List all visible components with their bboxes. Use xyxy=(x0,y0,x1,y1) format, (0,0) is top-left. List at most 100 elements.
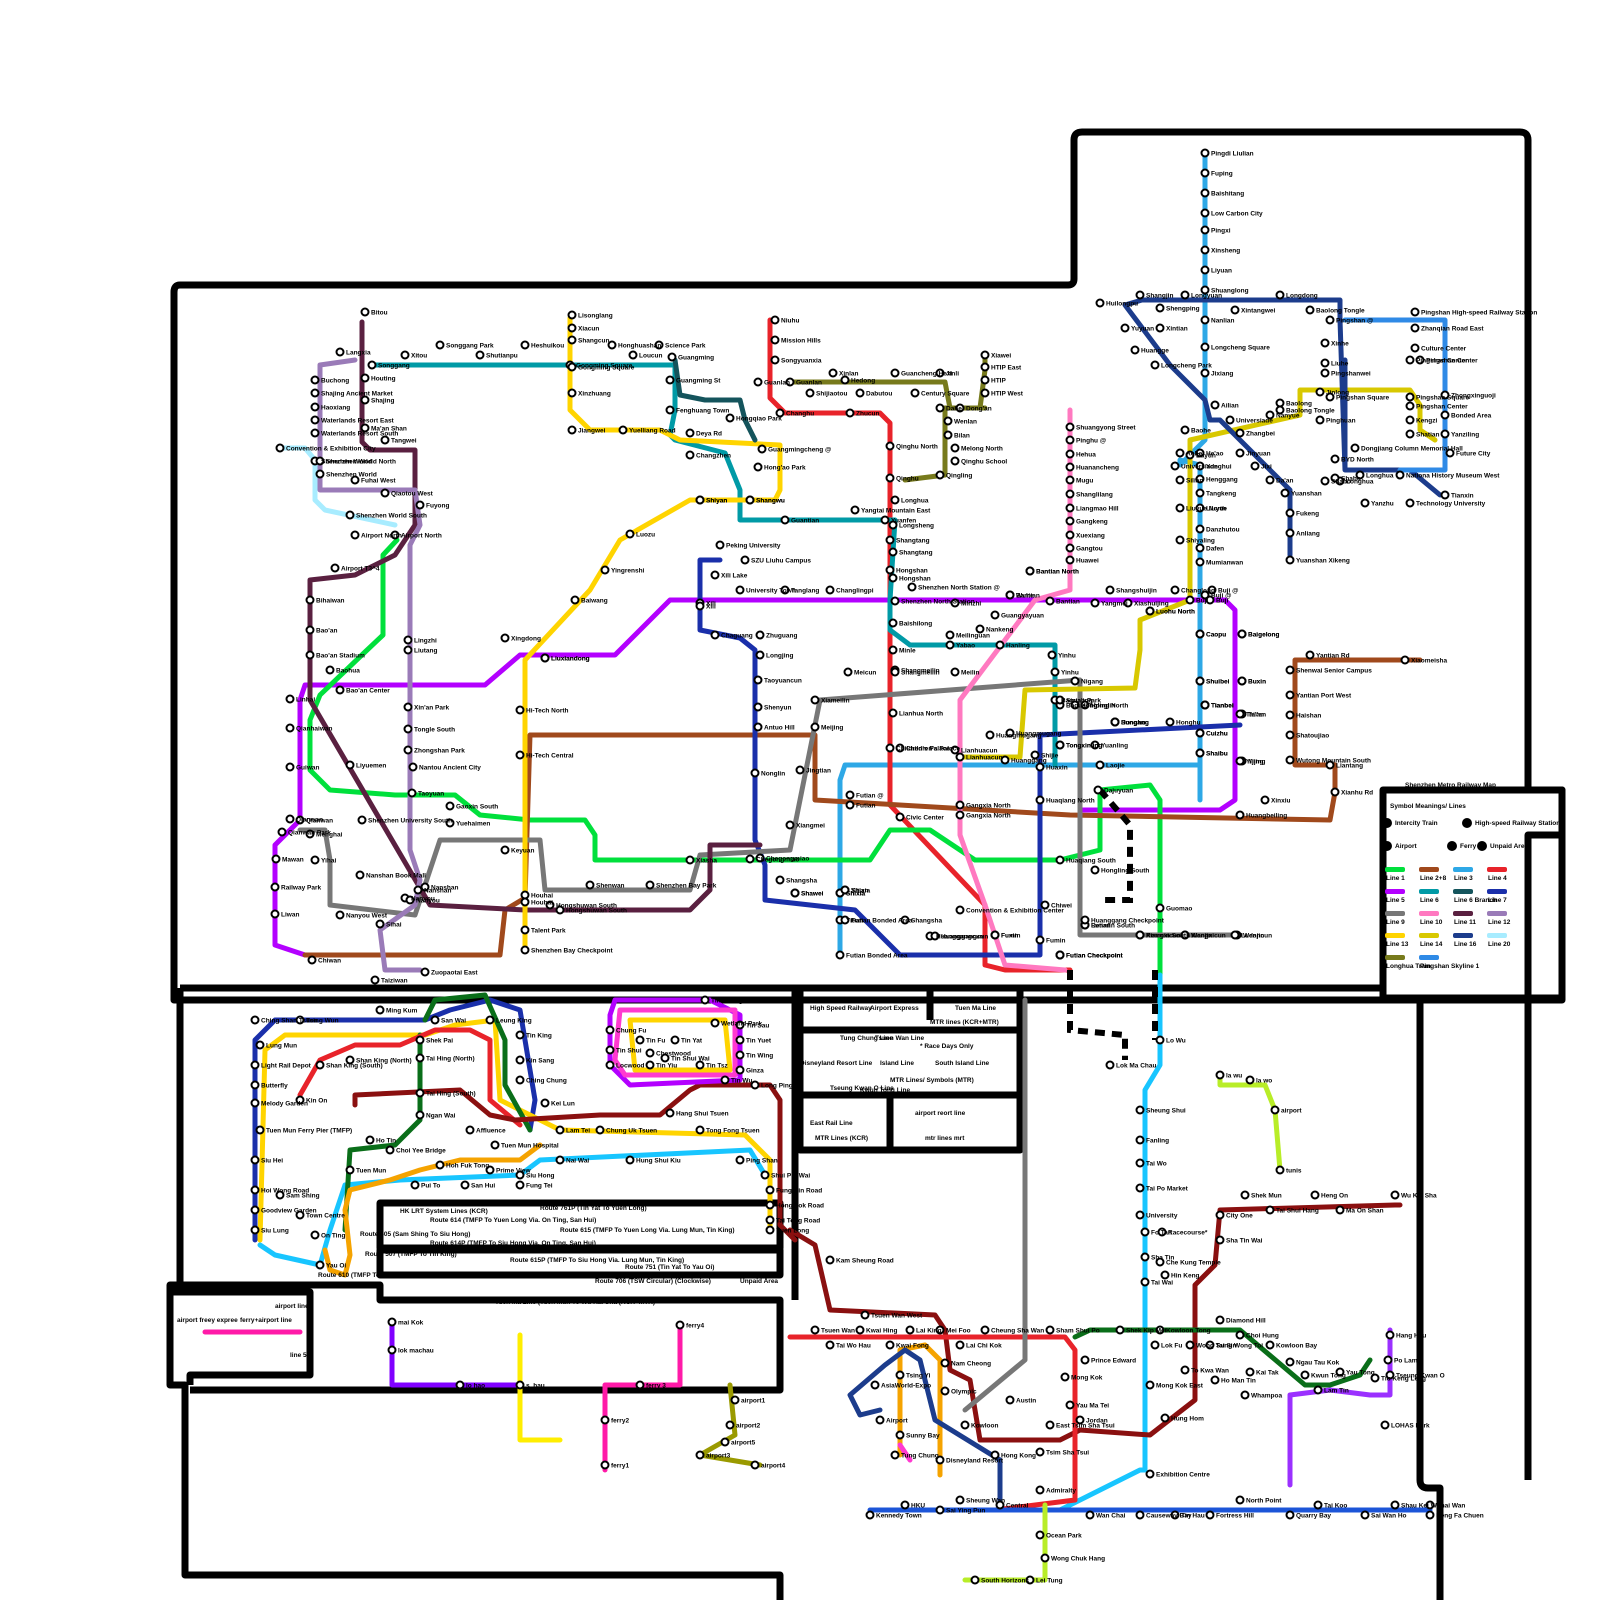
station-marker[interactable] xyxy=(1040,900,1050,910)
station-marker[interactable] xyxy=(1195,503,1205,513)
station-marker[interactable] xyxy=(955,800,965,810)
station-marker[interactable] xyxy=(1200,285,1210,295)
station-marker[interactable] xyxy=(1105,585,1115,595)
station-marker[interactable] xyxy=(645,880,655,890)
station-marker[interactable] xyxy=(1250,461,1260,471)
station-marker[interactable] xyxy=(635,1380,645,1390)
station-marker[interactable] xyxy=(305,829,315,839)
station-marker[interactable] xyxy=(895,1370,905,1380)
station-marker[interactable] xyxy=(810,722,820,732)
station-marker[interactable] xyxy=(250,1225,260,1235)
station-marker[interactable] xyxy=(520,945,530,955)
station-marker[interactable] xyxy=(1405,401,1415,411)
station-marker[interactable] xyxy=(955,752,965,762)
station-marker[interactable] xyxy=(1210,1375,1220,1385)
station-marker[interactable] xyxy=(880,515,890,525)
station-marker[interactable] xyxy=(415,1088,425,1098)
station-marker[interactable] xyxy=(270,882,280,892)
station-marker[interactable] xyxy=(730,1395,740,1405)
station-marker[interactable] xyxy=(403,724,413,734)
station-marker[interactable] xyxy=(515,1180,525,1190)
station-marker[interactable] xyxy=(430,1015,440,1025)
station-marker[interactable] xyxy=(1265,1340,1275,1350)
station-marker[interactable] xyxy=(890,596,900,606)
station-marker[interactable] xyxy=(1120,323,1130,333)
station-marker[interactable] xyxy=(825,1255,835,1265)
station-marker[interactable] xyxy=(1180,1365,1190,1375)
station-marker[interactable] xyxy=(1330,454,1340,464)
station-marker[interactable] xyxy=(1200,368,1210,378)
station-marker[interactable] xyxy=(570,595,580,605)
station-marker[interactable] xyxy=(715,540,725,550)
station-marker[interactable] xyxy=(695,1125,705,1135)
station-marker[interactable] xyxy=(415,1110,425,1120)
station-marker[interactable] xyxy=(1330,473,1340,483)
station-marker[interactable] xyxy=(1355,470,1365,480)
station-marker[interactable] xyxy=(1095,298,1105,308)
station-marker[interactable] xyxy=(995,1500,1005,1510)
station-marker[interactable] xyxy=(735,1020,745,1030)
station-marker[interactable] xyxy=(710,1018,720,1028)
station-marker[interactable] xyxy=(1405,498,1415,508)
station-marker[interactable] xyxy=(285,762,295,772)
station-marker[interactable] xyxy=(285,814,295,824)
station-marker[interactable] xyxy=(1410,323,1420,333)
station-marker[interactable] xyxy=(1170,1510,1180,1520)
station-marker[interactable] xyxy=(295,1095,305,1105)
station-marker[interactable] xyxy=(1245,1367,1255,1377)
station-marker[interactable] xyxy=(635,1035,645,1045)
station-marker[interactable] xyxy=(895,743,905,753)
station-marker[interactable] xyxy=(710,630,720,640)
station-marker[interactable] xyxy=(520,340,530,350)
station-marker[interactable] xyxy=(1175,503,1185,513)
station-marker[interactable] xyxy=(1405,355,1415,365)
station-marker[interactable] xyxy=(1235,756,1245,766)
station-marker[interactable] xyxy=(1065,435,1075,445)
station-marker[interactable] xyxy=(600,565,610,575)
station-marker[interactable] xyxy=(310,388,320,398)
station-marker[interactable] xyxy=(1320,476,1330,486)
station-marker[interactable] xyxy=(1237,629,1247,639)
station-marker[interactable] xyxy=(888,645,898,655)
station-marker[interactable] xyxy=(255,1040,265,1050)
station-marker[interactable] xyxy=(1050,667,1060,677)
station-marker[interactable] xyxy=(970,1575,980,1585)
station-marker[interactable] xyxy=(855,1325,865,1335)
station-marker[interactable] xyxy=(845,408,855,418)
station-marker[interactable] xyxy=(1095,760,1105,770)
station-marker[interactable] xyxy=(1175,448,1185,458)
station-marker[interactable] xyxy=(865,1510,875,1520)
station-marker[interactable] xyxy=(1370,1373,1380,1383)
station-marker[interactable] xyxy=(1200,225,1210,235)
station-marker[interactable] xyxy=(1185,1340,1195,1350)
station-marker[interactable] xyxy=(295,1015,305,1025)
station-marker[interactable] xyxy=(1195,524,1205,534)
station-marker[interactable] xyxy=(955,403,965,413)
station-marker[interactable] xyxy=(1090,865,1100,875)
station-marker[interactable] xyxy=(810,1325,820,1335)
station-marker[interactable] xyxy=(1025,1575,1035,1585)
station-marker[interactable] xyxy=(753,377,763,387)
station-marker[interactable] xyxy=(943,430,953,440)
station-marker[interactable] xyxy=(888,618,898,628)
station-marker[interactable] xyxy=(1285,1510,1295,1520)
station-marker[interactable] xyxy=(1265,410,1275,420)
station-marker[interactable] xyxy=(375,1005,385,1015)
station-marker[interactable] xyxy=(285,694,295,704)
station-marker[interactable] xyxy=(665,405,675,415)
station-marker[interactable] xyxy=(1035,1485,1045,1495)
station-marker[interactable] xyxy=(1157,1227,1167,1237)
station-marker[interactable] xyxy=(885,473,895,483)
station-marker[interactable] xyxy=(1155,303,1165,313)
station-marker[interactable] xyxy=(1055,950,1065,960)
station-marker[interactable] xyxy=(1195,748,1205,758)
station-marker[interactable] xyxy=(980,350,990,360)
station-marker[interactable] xyxy=(1335,1205,1345,1215)
station-marker[interactable] xyxy=(305,595,315,605)
station-marker[interactable] xyxy=(375,919,385,929)
station-marker[interactable] xyxy=(1285,730,1295,740)
station-marker[interactable] xyxy=(1045,1325,1055,1335)
station-marker[interactable] xyxy=(1275,290,1285,300)
station-marker[interactable] xyxy=(250,1060,260,1070)
station-marker[interactable] xyxy=(310,402,320,412)
